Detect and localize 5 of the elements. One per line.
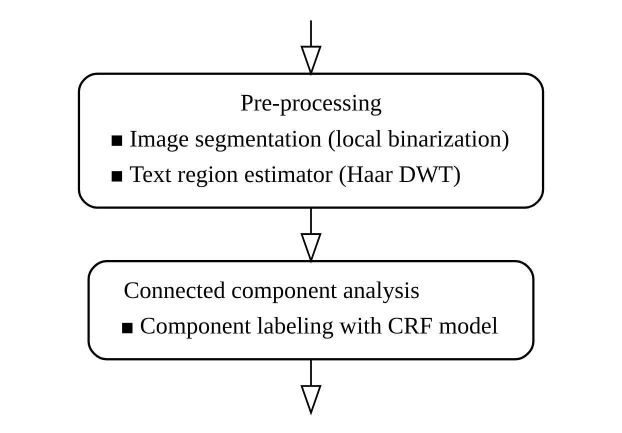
arrow: [300, 359, 322, 416]
node-box: Connected component analysis Component labeling with CRF model: [88, 260, 534, 360]
arrow: [300, 20, 322, 76]
arrow: [300, 208, 322, 264]
node-box: Pre-processing Image segmentation (local binarization) Text region estimator (Haar DWT): [78, 72, 544, 209]
